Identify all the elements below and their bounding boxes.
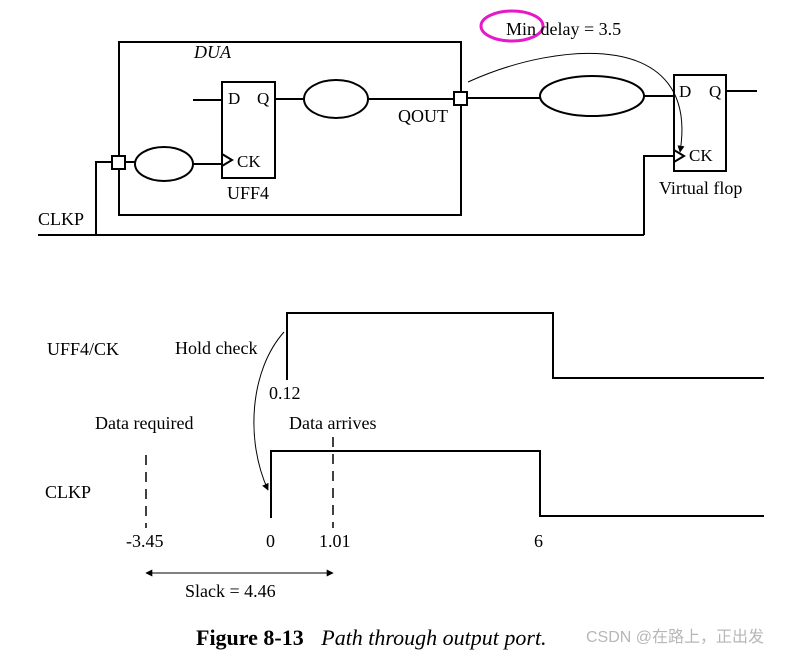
clkp-port — [111, 155, 126, 170]
clkp-to-vflop-wire — [643, 155, 674, 235]
csdn-watermark: CSDN @在路上，正出发 — [586, 628, 764, 646]
uff4-d-pin: D — [228, 89, 240, 108]
vflop-q-pin: Q — [709, 82, 721, 101]
combo-logic-outer — [539, 75, 645, 117]
uff4-edge-value: 0.12 — [269, 383, 301, 403]
uff4-ck-pin: CK — [237, 152, 261, 171]
vflop-name: Virtual flop — [659, 178, 742, 198]
figure-title: Path through output port. — [320, 625, 546, 650]
virtual-flop — [673, 74, 727, 172]
uff4-ck-waveform — [286, 312, 764, 380]
data-required-label: Data required — [95, 413, 193, 433]
hold-check-label: Hold check — [175, 338, 257, 358]
uff4-flop — [221, 81, 276, 179]
vflop-clock-triangle — [673, 149, 686, 163]
min-delay-arrow — [467, 52, 685, 153]
circuit-clkp-label: CLKP — [38, 209, 84, 229]
min-delay-annotation: Min delay = 3.5 — [506, 19, 621, 39]
circuit-diagram — [38, 41, 757, 236]
uff4-name: UFF4 — [227, 183, 269, 203]
clkp-waveform — [270, 450, 764, 518]
clkp-to-port-wire — [95, 161, 112, 235]
figure-number: Figure 8-13 — [196, 625, 304, 650]
highlight-ellipse — [479, 9, 545, 43]
slack-label: Slack = 4.46 — [185, 581, 276, 601]
uff4-q-pin: Q — [257, 89, 269, 108]
hold-check-arrow — [253, 331, 285, 491]
tick-label-101: 1.01 — [319, 531, 351, 551]
timing-diagram — [270, 312, 764, 518]
dua-label: DUA — [193, 42, 232, 62]
clock-buffer — [134, 146, 194, 182]
vflop-ck-pin: CK — [689, 146, 713, 165]
vflop-d-pin: D — [679, 82, 691, 101]
qout-label: QOUT — [398, 106, 448, 126]
figure-caption: Figure 8-13 Path through output port. — [196, 625, 547, 650]
uff4-ck-row-label: UFF4/CK — [47, 339, 119, 359]
uff4-clock-triangle — [221, 153, 234, 167]
tick-label-neg345: -3.45 — [126, 531, 164, 551]
combo-logic-inner — [303, 79, 369, 119]
clkp-row-label: CLKP — [45, 482, 91, 502]
qout-port — [453, 91, 468, 106]
tick-label-0: 0 — [266, 531, 275, 551]
tick-label-6: 6 — [534, 531, 543, 551]
data-arrives-label: Data arrives — [289, 413, 376, 433]
dua-box — [118, 41, 462, 216]
